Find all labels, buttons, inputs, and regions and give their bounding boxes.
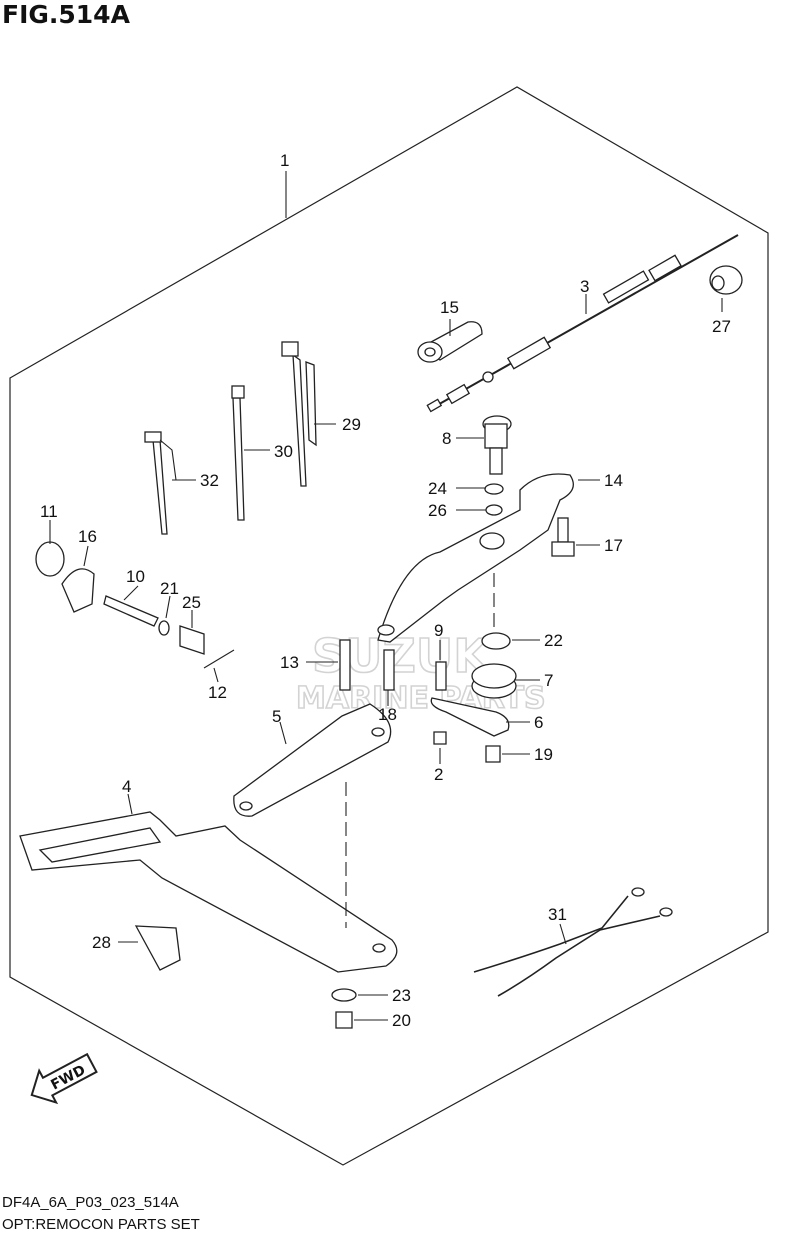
clip-part-28 <box>134 925 181 971</box>
callout-3: 3 <box>580 277 589 296</box>
remote-cable-part <box>426 234 739 413</box>
callout-21: 21 <box>160 579 179 598</box>
washer-part-24 <box>484 483 504 495</box>
callout-7: 7 <box>544 671 553 690</box>
callout-18: 18 <box>378 705 397 724</box>
washer-part-26 <box>485 504 503 516</box>
nut-part-2 <box>433 731 447 745</box>
callout-9: 9 <box>434 621 443 640</box>
watermark-line1: SUZUK <box>312 629 491 683</box>
callout-6: 6 <box>534 713 543 732</box>
kit-boundary <box>9 86 769 1166</box>
nut-part-19 <box>485 745 501 763</box>
callout-14: 14 <box>604 471 623 490</box>
pin-part-10 <box>103 595 159 627</box>
callout-11: 11 <box>40 502 58 521</box>
callout-1: 1 <box>280 151 289 170</box>
collar-part-25 <box>179 625 205 655</box>
figure-title: FIG.514A <box>2 0 130 29</box>
pivot-plate-part <box>233 703 392 817</box>
washer-part-22 <box>481 632 511 650</box>
cotter-pin-part-12 <box>203 649 235 669</box>
clamp-part-16 <box>61 568 95 613</box>
bolt-part-8 <box>482 415 512 475</box>
figure-caption: OPT:REMOCON PARTS SET <box>2 1216 200 1233</box>
callout-labels: 1 3 15 27 29 30 32 8 14 24 26 17 11 16 1… <box>40 151 731 1030</box>
callout-29: 29 <box>342 415 361 434</box>
callout-31: 31 <box>548 905 567 924</box>
leader-lines <box>49 171 723 1021</box>
callout-22: 22 <box>544 631 563 650</box>
callout-26: 26 <box>428 501 447 520</box>
stud-part-13 <box>339 639 351 691</box>
callout-17: 17 <box>604 536 623 555</box>
callout-15: 15 <box>440 298 459 317</box>
main-bracket-part <box>19 811 398 973</box>
callout-20: 20 <box>392 1011 411 1030</box>
cable-joint-part <box>417 321 483 363</box>
cam-part-7 <box>471 663 517 699</box>
cable-tie-30 <box>231 385 245 521</box>
callout-23: 23 <box>392 986 411 1005</box>
callout-4: 4 <box>122 777 131 796</box>
callout-12: 12 <box>208 683 227 702</box>
bolt-part-17 <box>551 517 575 557</box>
washer-part-21 <box>158 620 170 636</box>
cable-tie-29 <box>281 341 317 487</box>
fwd-arrow-icon: FWD <box>30 1052 98 1105</box>
callout-32: 32 <box>200 471 219 490</box>
callout-16: 16 <box>78 527 97 546</box>
nut-part-20 <box>335 1011 353 1029</box>
washer-part-23 <box>331 988 357 1002</box>
circlip-part-11 <box>35 541 65 577</box>
lead-wire-part <box>473 887 673 997</box>
callout-5: 5 <box>272 707 281 726</box>
stud-part-9 <box>435 661 447 691</box>
grommet-part <box>709 265 743 295</box>
callout-8: 8 <box>442 429 451 448</box>
callout-2: 2 <box>434 765 443 784</box>
callout-28: 28 <box>92 933 111 952</box>
callout-25: 25 <box>182 593 201 612</box>
callout-13: 13 <box>280 653 299 672</box>
plate-part-6 <box>430 697 510 737</box>
stud-part-18 <box>383 649 395 691</box>
callout-24: 24 <box>428 479 447 498</box>
figure-code: DF4A_6A_P03_023_514A <box>2 1194 179 1211</box>
callout-10: 10 <box>126 567 145 586</box>
callout-27: 27 <box>712 317 731 336</box>
callout-19: 19 <box>534 745 553 764</box>
cable-tie-32 <box>144 431 177 535</box>
callout-30: 30 <box>274 442 293 461</box>
cable-bracket-part <box>377 473 574 643</box>
